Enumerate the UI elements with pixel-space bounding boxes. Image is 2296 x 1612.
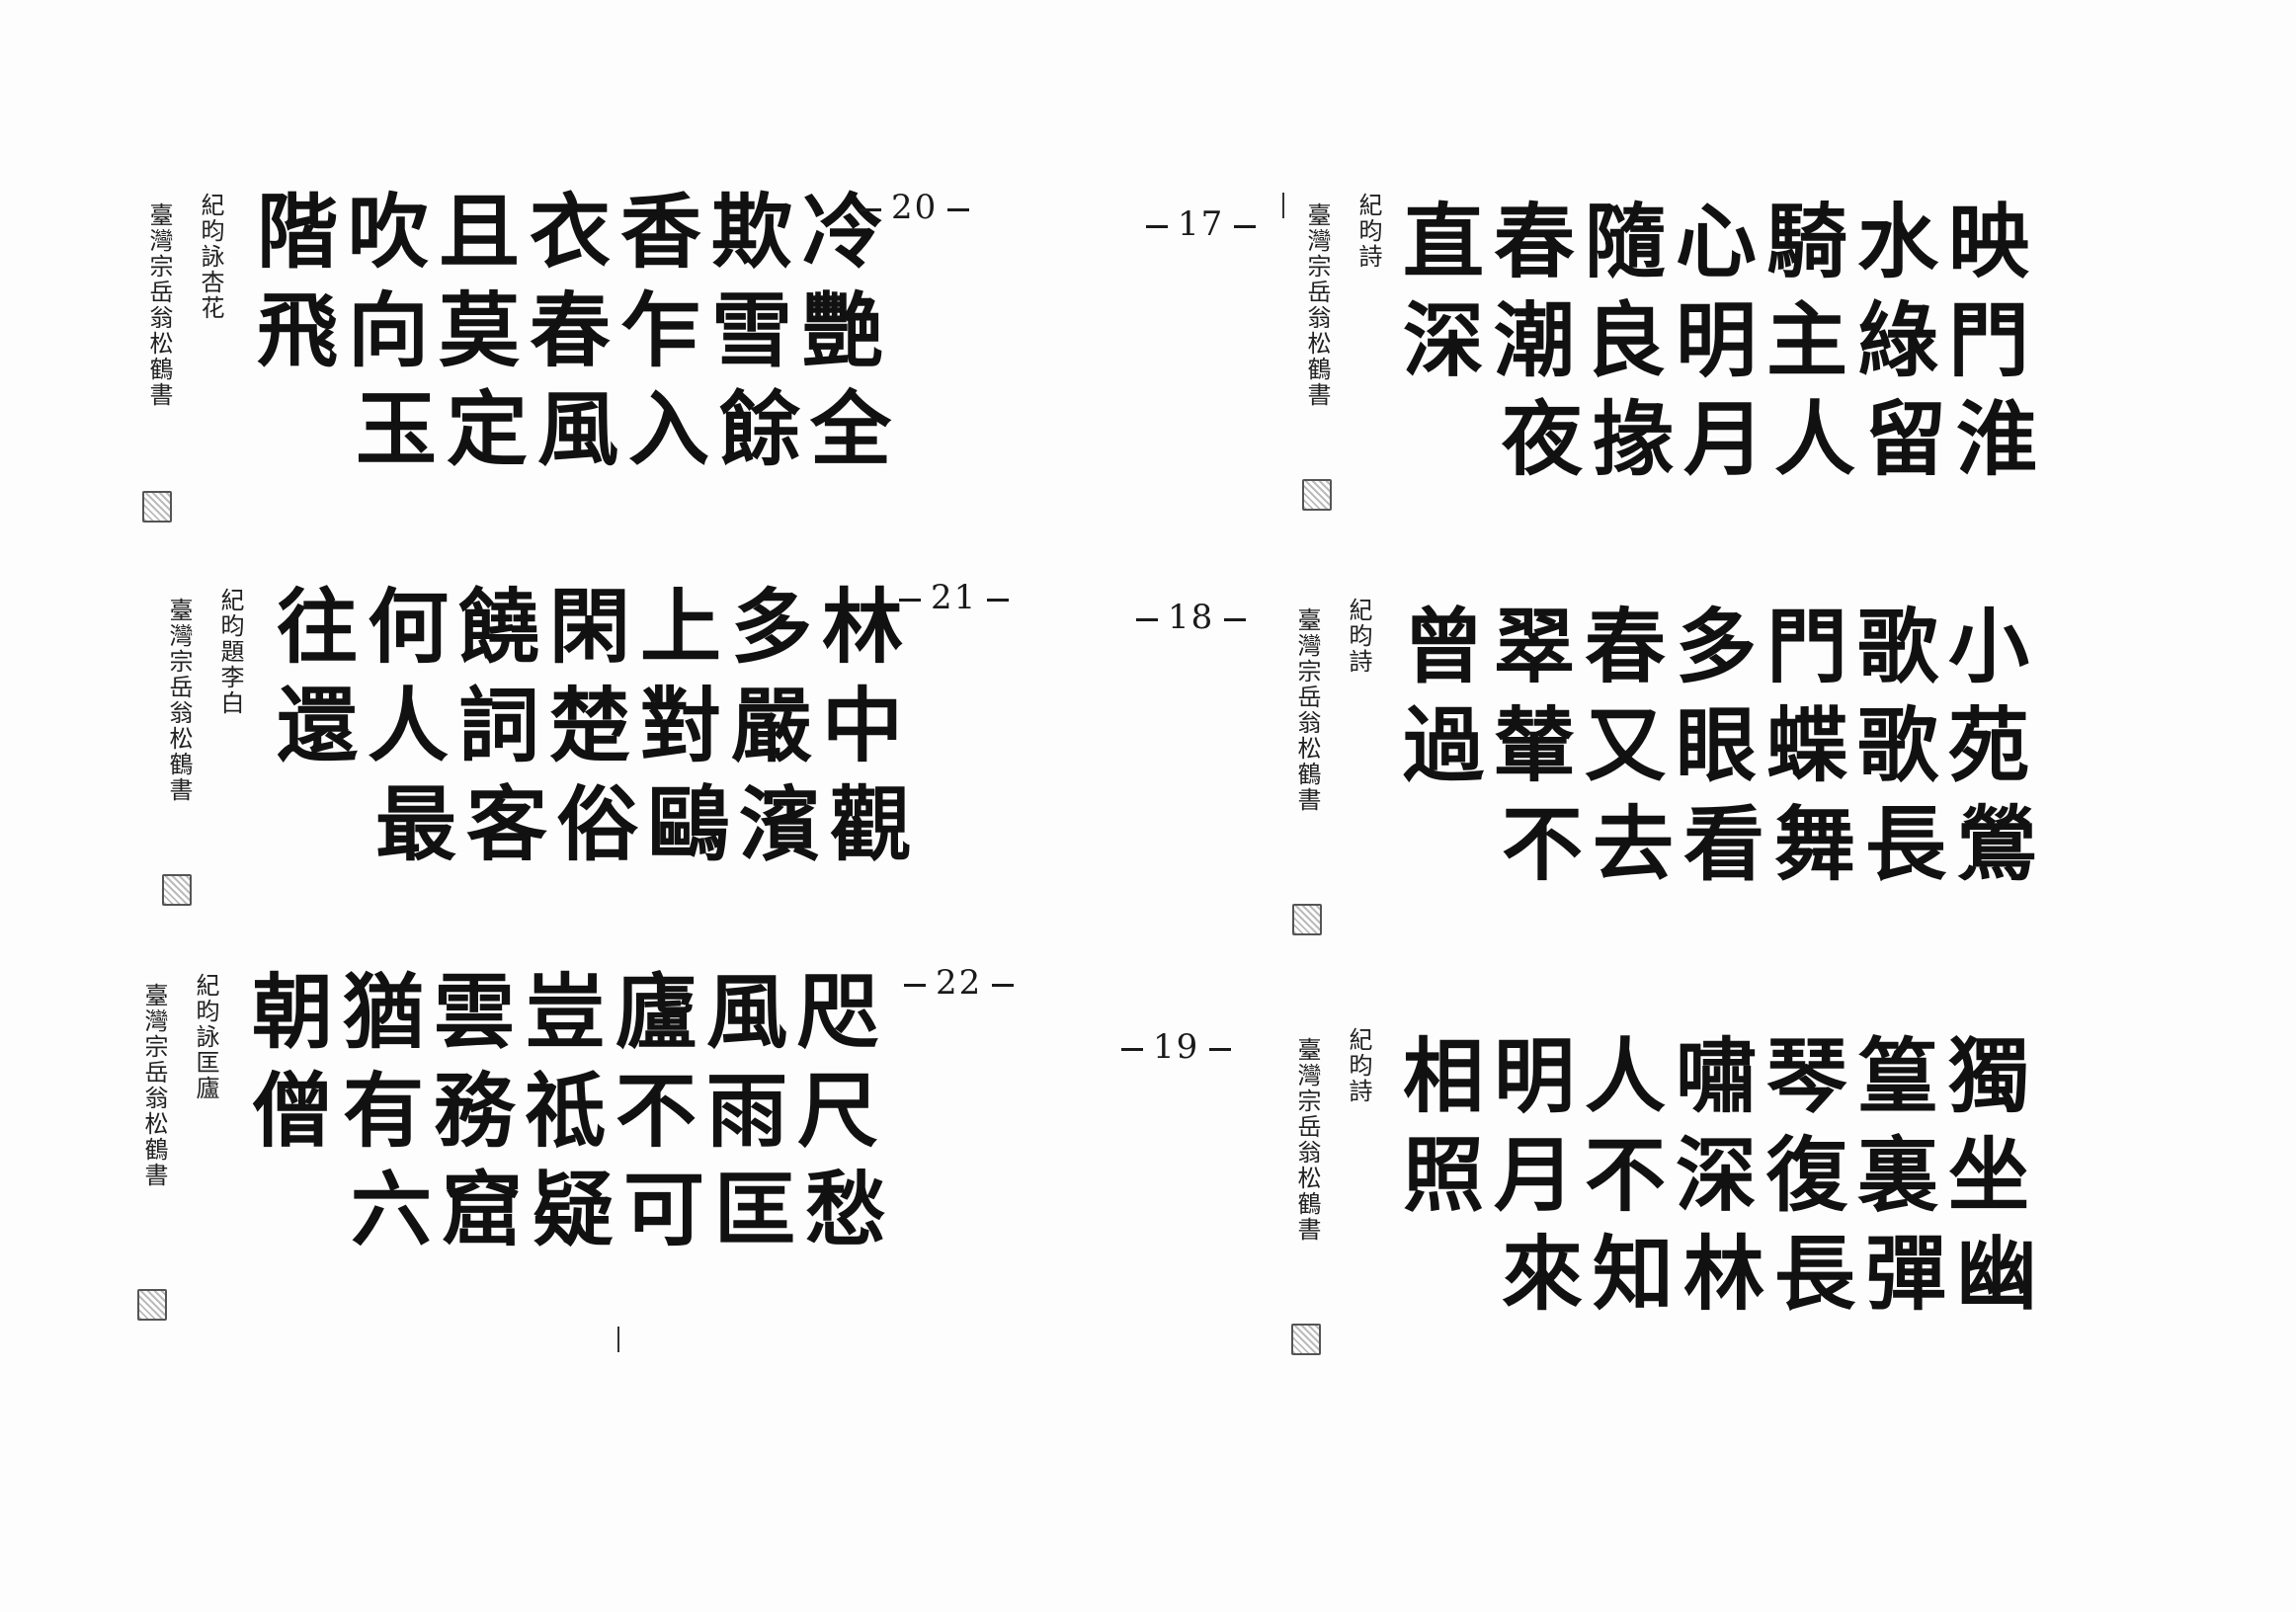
- inscription-19-b: 臺灣宗岳翁松鶴書: [1293, 1037, 1321, 1243]
- poem-line: 還人詞楚對嚴中: [277, 679, 914, 773]
- poem-line: 相明人嘯琴篁獨: [1403, 1029, 2040, 1124]
- poem-20: 階吹且衣香欺冷 飛向莫春乍雪艷 玉定風入餘全: [257, 183, 902, 479]
- tick-mark: [617, 1327, 619, 1352]
- panel-19: 19 臺灣宗岳翁松鶴書 紀昀詩 相明人嘯琴篁獨 照月不深復裏坐 來知林長彈幽: [1111, 1027, 2037, 1383]
- poem-line: 階吹且衣香欺冷: [257, 185, 894, 280]
- inscription-17-a: 紀昀詩: [1354, 193, 1382, 270]
- poem-21: 往何饒閑上多林 還人詞楚對嚴中 最客俗鷗濱觀: [277, 578, 922, 874]
- inscription-18-b: 臺灣宗岳翁松鶴書: [1293, 607, 1321, 813]
- seal-21: [162, 874, 192, 906]
- poem-line: 飛向莫春乍雪艷: [257, 283, 894, 378]
- poem-line: 玉定風入餘全: [356, 382, 902, 477]
- inscription-18-a: 紀昀詩: [1345, 598, 1372, 675]
- poem-17: 直春隨心騎水映 深潮良明主綠門 夜掾月人留淮: [1403, 193, 2048, 489]
- page-number-21: 21: [889, 578, 1019, 617]
- panel-21: 臺灣宗岳翁松鶴書 紀昀題李白 往何饒閑上多林 還人詞楚對嚴中 最客俗鷗濱觀 21: [158, 578, 975, 933]
- inscription-19-a: 紀昀詩: [1345, 1027, 1372, 1104]
- inscription-22-a: 紀昀詠匡廬: [192, 973, 219, 1101]
- poem-line: 過輦又眼蝶歌苑: [1403, 698, 2040, 793]
- page-number-18: 18: [1126, 598, 1256, 637]
- inscription-21-b: 臺灣宗岳翁松鶴書: [165, 598, 193, 803]
- inscription-20-b: 臺灣宗岳翁松鶴書: [145, 202, 173, 408]
- poem-line: 來知林長彈幽: [1502, 1227, 2048, 1322]
- poem-line: 最客俗鷗濱觀: [375, 777, 922, 872]
- page-number-20: 20: [850, 188, 979, 227]
- page-number-19: 19: [1111, 1027, 1241, 1067]
- inscription-20-a: 紀昀詠杏花: [197, 193, 224, 321]
- poem-18: 曾翠春多門歌小 過輦又眼蝶歌苑 不去看舞長鶯: [1403, 598, 2048, 894]
- poem-line: 往何饒閑上多林: [277, 580, 914, 675]
- poem-line: 朝猶雲豈廬風咫: [252, 965, 889, 1060]
- seal-18: [1292, 904, 1322, 935]
- poem-line: 不去看舞長鶯: [1502, 797, 2048, 892]
- inscription-21-a: 紀昀題李白: [216, 588, 244, 716]
- poem-line: 直春隨心騎水映: [1403, 195, 2040, 289]
- page-number-17: 17: [1136, 204, 1266, 244]
- poem-19: 相明人嘯琴篁獨 照月不深復裏坐 來知林長彈幽: [1403, 1027, 2048, 1324]
- seal-22: [137, 1289, 167, 1321]
- seal-20: [142, 491, 172, 523]
- seal-17: [1302, 479, 1332, 511]
- tick-mark: [1282, 193, 1284, 218]
- poem-line: 六窟疑可匡愁: [351, 1163, 897, 1257]
- inscription-17-b: 臺灣宗岳翁松鶴書: [1303, 202, 1331, 408]
- poem-line: 照月不深復裏坐: [1403, 1128, 2040, 1223]
- page-number-22: 22: [894, 963, 1024, 1003]
- poem-line: 深潮良明主綠門: [1403, 293, 2040, 388]
- poem-line: 曾翠春多門歌小: [1403, 600, 2040, 694]
- seal-19: [1291, 1324, 1321, 1355]
- poem-22: 朝猶雲豈廬風咫 僧有務祗不雨尺 六窟疑可匡愁: [252, 963, 897, 1259]
- panel-20: 臺灣宗岳翁松鶴書 紀昀詠杏花 階吹且衣香欺冷 飛向莫春乍雪艷 玉定風入餘全 20: [138, 183, 936, 538]
- poem-line: 僧有務祗不雨尺: [252, 1064, 889, 1159]
- panel-17: 17 臺灣宗岳翁松鶴書 紀昀詩 直春隨心騎水映 深潮良明主綠門 夜掾月人留淮: [1136, 193, 2037, 548]
- panel-18: 18 臺灣宗岳翁松鶴書 紀昀詩 曾翠春多門歌小 過輦又眼蝶歌苑 不去看舞長鶯: [1126, 598, 2037, 953]
- poem-line: 夜掾月人留淮: [1502, 392, 2048, 487]
- panel-22: 臺灣宗岳翁松鶴書 紀昀詠匡廬 朝猶雲豈廬風咫 僧有務祗不雨尺 六窟疑可匡愁 22: [133, 963, 980, 1352]
- inscription-22-b: 臺灣宗岳翁松鶴書: [140, 983, 168, 1188]
